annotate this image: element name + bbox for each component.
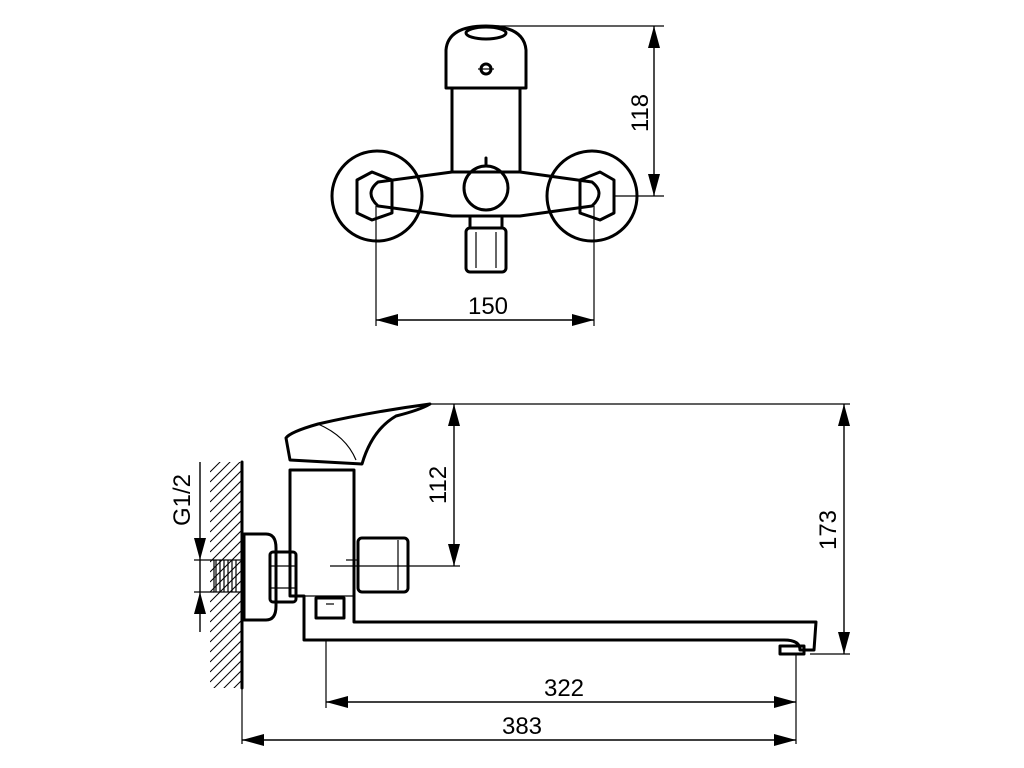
total-height-dimension-label: 173 <box>815 510 842 550</box>
hatch-line <box>210 589 242 623</box>
hatch-line <box>210 569 242 603</box>
lever-cap-front <box>444 24 528 90</box>
lever-handle-side <box>284 402 432 466</box>
hatch-line <box>213 659 242 688</box>
hatch-line <box>210 539 242 573</box>
hatch-line <box>210 529 242 563</box>
wall-hatching <box>210 460 244 742</box>
hatch-line <box>223 669 242 688</box>
hatch-line <box>210 462 221 473</box>
thread-dimension-label: G1/2 <box>169 474 196 526</box>
hatch-line <box>210 599 242 633</box>
total-length-dimension-label: 383 <box>502 713 542 740</box>
hatch-line <box>210 509 242 543</box>
body-and-spout-side <box>288 468 818 652</box>
hatch-line <box>210 619 242 653</box>
dimension-150: 150 <box>376 293 594 326</box>
hatch-line <box>210 469 242 503</box>
body-height-dimension-label: 112 <box>425 466 452 504</box>
dimension-118: 118 <box>627 26 660 196</box>
diverter-knob-side <box>346 536 410 594</box>
hatch-line <box>210 549 242 583</box>
spout-length-dimension-label: 322 <box>544 675 584 702</box>
dimension-112: 112 <box>425 404 460 566</box>
hatch-line <box>210 462 241 493</box>
hatch-line <box>210 629 242 663</box>
hatch-line <box>210 489 242 523</box>
side-view: G1/2 112 173 322 383 <box>169 402 850 746</box>
hatch-line <box>210 559 242 593</box>
width-dimension-label: 150 <box>468 293 508 320</box>
hatch-line <box>210 579 242 613</box>
hatch-line <box>210 609 242 643</box>
mixer-body-front <box>369 170 601 218</box>
hatch-line <box>210 499 242 533</box>
hatch-line <box>233 679 242 688</box>
spout-connector <box>314 596 346 620</box>
hatch-line <box>210 519 242 553</box>
wall-rosette-side <box>242 532 278 622</box>
hatch-line <box>210 700 242 732</box>
hatch-line <box>210 639 242 673</box>
left-rosette <box>330 149 424 243</box>
hatch-line <box>210 462 231 483</box>
dimension-173: 173 <box>815 404 850 654</box>
hatch-line <box>210 710 242 742</box>
dimension-thread: G1/2 <box>169 462 214 632</box>
dimension-383: 383 <box>242 713 796 746</box>
hatch-line <box>210 479 242 513</box>
height-dimension-label: 118 <box>627 94 654 132</box>
hex-nut-side <box>268 550 298 604</box>
hatch-line <box>210 690 242 722</box>
dimension-322: 322 <box>326 675 796 708</box>
outlet-nut-front <box>464 214 508 274</box>
hatch-line <box>210 649 242 683</box>
front-view: 150 118 <box>330 24 664 326</box>
thread-connector <box>213 559 243 593</box>
spout-outlet <box>778 644 806 656</box>
